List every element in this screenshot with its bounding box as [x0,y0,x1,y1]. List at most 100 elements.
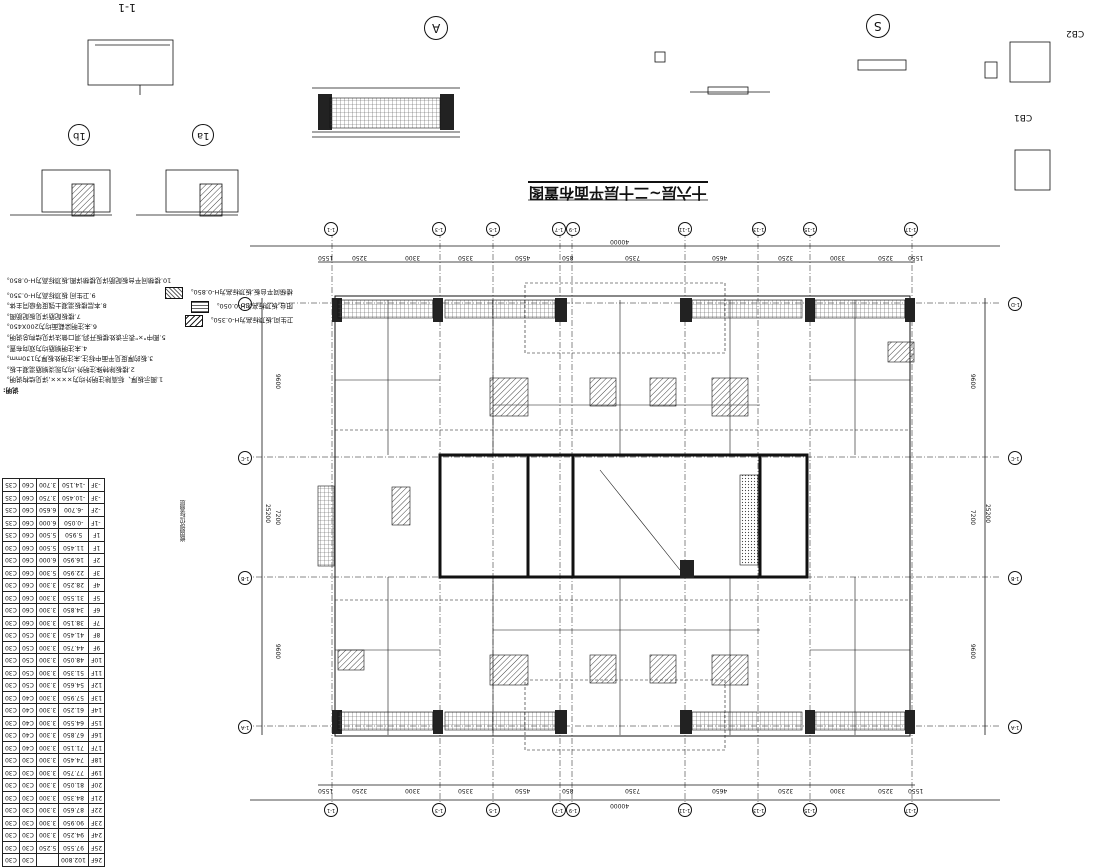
levels-table-cell: 3.300 [35,678,59,692]
levels-table-cell: -14.150 [57,478,89,492]
levels-table-cell: C50 [18,653,37,667]
levels-table-cell: C60 [18,503,37,517]
levels-table-cell: -3F [87,490,105,504]
levels-table-cell: 31.550 [57,590,89,604]
levels-table-cell: C40 [18,728,37,742]
levels-table-cell: 28.250 [57,578,89,592]
levels-table-cell: C40 [18,703,37,717]
levels-table-cell: C30 [2,628,20,642]
axis-bubble-bottom: 1-9 [566,803,580,817]
levels-table-cell: C50 [18,665,37,679]
levels-table-cell: 41.450 [57,628,89,642]
levels-table-cell: 16.950 [57,553,89,567]
levels-table-cell: -6.700 [57,503,89,517]
levels-table-cell: C30 [18,803,37,817]
levels-table-cell: 20F [87,778,105,792]
levels-table-side-label: 嵌固部位标高层 [180,500,187,542]
left-segment: 9600 [274,373,282,390]
levels-table-cell: 10F [87,653,105,667]
axis-bubble-bottom: 1-5 [486,803,500,817]
levels-table-cell: 3.300 [35,603,59,617]
levels-table-cell: 6.650 [35,503,59,517]
detail-a-bubble: A [424,16,448,40]
detail-1a-bubble: 1a [192,124,214,146]
levels-table-cell: 77.750 [57,765,89,779]
levels-table-cell: 5.500 [35,540,59,554]
top-segment: 3350 [458,254,474,261]
axis-bubble-top: 1-13 [752,222,766,236]
levels-table-cell: C30 [18,778,37,792]
levels-table-cell: 3.750 [35,490,59,504]
levels-table-cell [35,853,59,867]
levels-table-cell: C30 [2,853,20,867]
axis-bubble-right: 1-B [1008,571,1022,585]
levels-table-cell: 67.850 [57,728,89,742]
axis-bubble-right: 1-C [1008,451,1022,465]
legend-swatch [165,287,183,299]
levels-table-cell: 64.550 [57,715,89,729]
bottom-segment: 1550 [908,787,924,794]
axis-bubble-bottom: 1-11 [678,803,692,817]
levels-table-cell: 57.950 [57,690,89,704]
overall-dim-top: 40000 [610,238,630,245]
bottom-segment: 3300 [405,787,421,794]
levels-table-cell: -1F [87,515,105,529]
axis-bubble-bottom: 1-3 [432,803,446,817]
levels-table-cell: 3.300 [35,578,59,592]
axis-bubble-bottom: 1-1 [324,803,338,817]
levels-table-cell: C30 [2,603,20,617]
bottom-segment: 3250 [878,787,894,794]
levels-table-cell: C30 [2,653,20,667]
right-segment: 7200 [969,509,977,526]
legend: 楼梯间平台板,板顶标高为H-0.850。 阳台,板顶标高为H-0.050。 卫生… [165,286,293,328]
levels-table-cell: C30 [18,828,37,842]
levels-table-cell: C60 [18,603,37,617]
levels-table-cell: 3.300 [35,803,59,817]
legend-item: 卫生间,板顶标高为H-0.350。 [165,314,293,328]
bottom-segment: 4650 [712,787,728,794]
axis-bubble-left: 1-A [238,720,252,734]
axis-bubble-top: 1-5 [486,222,500,236]
levels-table-cell: C30 [2,790,20,804]
levels-table-cell: 14F [87,703,105,717]
floor-plan-drawing [10,39,1051,805]
overall-dim-bottom: 40000 [610,802,630,809]
axis-bubble-top: 1-7 [552,222,566,236]
levels-table-cell: C30 [2,590,20,604]
levels-table-cell: C30 [2,640,20,654]
detail-1b-bubble: 1b [68,124,90,146]
legend-item: 阳台,板顶标高为H-0.050。 [165,300,293,314]
levels-table-cell: 84.350 [57,790,89,804]
top-segment: 850 [562,254,574,261]
levels-table-cell: C60 [18,528,37,542]
bottom-segment: 850 [562,787,574,794]
levels-table-cell: 61.250 [57,703,89,717]
levels-table-cell: 26F [87,853,105,867]
axis-bubble-bottom: 1-7 [552,803,566,817]
axis-bubble-top: 1-17 [904,222,918,236]
top-segment: 3250 [352,254,368,261]
levels-table-cell: 97.550 [57,840,89,854]
levels-table-cell: 21F [87,790,105,804]
levels-table-cell: -10.450 [57,490,89,504]
levels-table-cell: -2F [87,503,105,517]
drawing-title: 十六层~二十层平面布置图 [528,181,708,204]
top-segment: 1550 [908,254,924,261]
bottom-segment: 1550 [318,787,334,794]
top-segment: 3250 [878,254,894,261]
bottom-segment: 3250 [778,787,794,794]
